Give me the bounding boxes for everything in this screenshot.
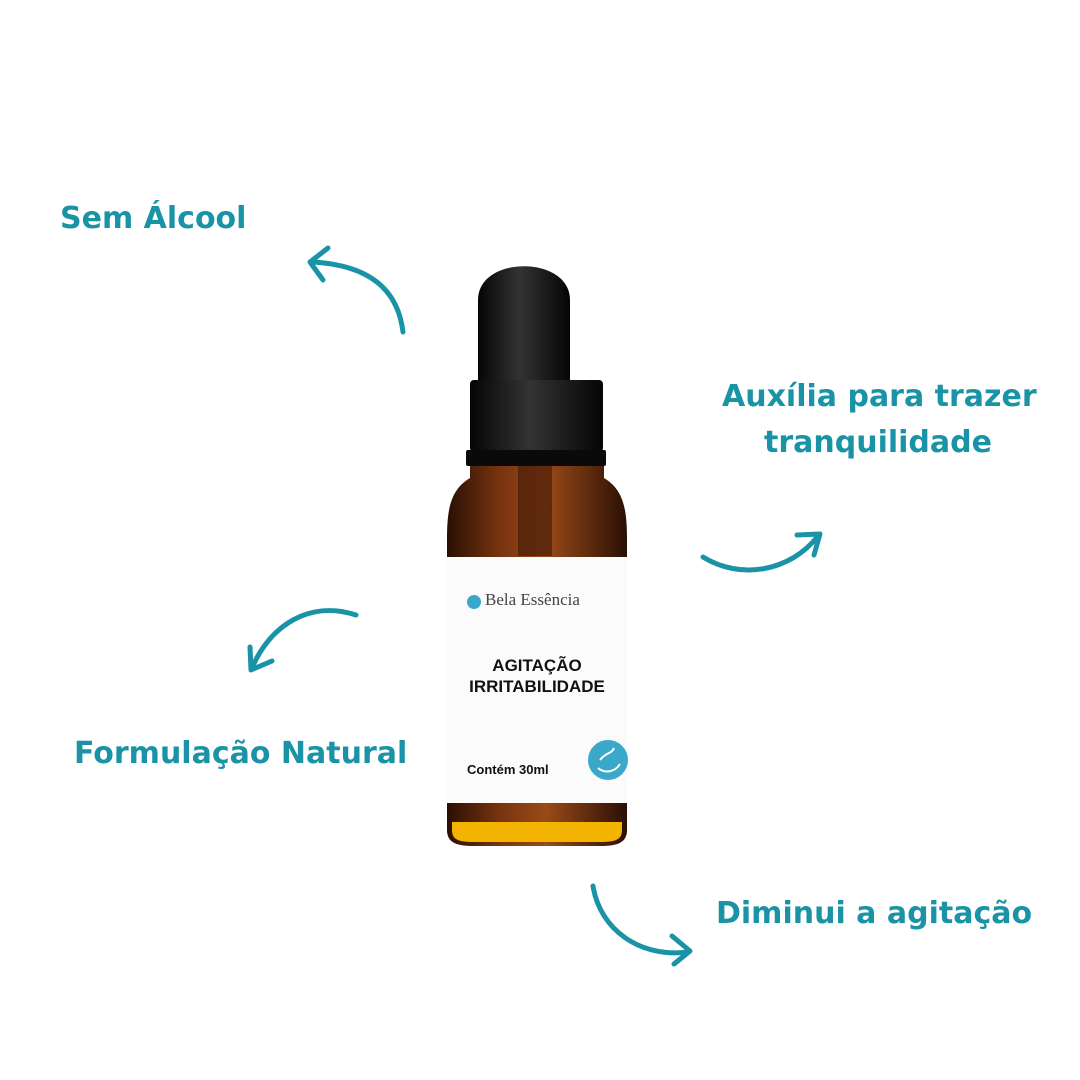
dropper-bottle (447, 266, 628, 846)
arrow-top-left-icon (307, 245, 406, 335)
feature-diminui-agitacao: Diminui a agitação (716, 896, 1033, 931)
arrow-top-right-icon (700, 531, 823, 573)
brand-logo-icon (467, 595, 481, 609)
arrow-mid-left-icon (247, 608, 359, 673)
dropper-bulb (478, 266, 570, 380)
feature-tranquilidade-line2: tranquilidade (764, 425, 992, 460)
natural-seal-icon (588, 740, 628, 780)
feature-tranquilidade: Auxília para trazer tranquilidade (722, 374, 1037, 466)
dropper-collar (470, 380, 603, 452)
feature-sem-alcool: Sem Álcool (60, 201, 247, 236)
natural-seal-leaf-icon (597, 747, 621, 773)
product-name-line1: AGITAÇÃO (492, 656, 582, 675)
arrow-bottom-icon (590, 883, 693, 967)
brand-name: Bela Essência (485, 590, 580, 609)
product-volume: Contém 30ml (467, 762, 549, 777)
product-name: AGITAÇÃO IRRITABILIDADE (447, 655, 627, 697)
feature-tranquilidade-line1: Auxília para trazer (722, 379, 1037, 414)
feature-formulacao-natural: Formulação Natural (74, 736, 408, 771)
dropper-tube (518, 466, 552, 556)
collar-rim (466, 450, 606, 466)
product-name-line2: IRRITABILIDADE (469, 677, 605, 696)
liquid (452, 822, 622, 842)
